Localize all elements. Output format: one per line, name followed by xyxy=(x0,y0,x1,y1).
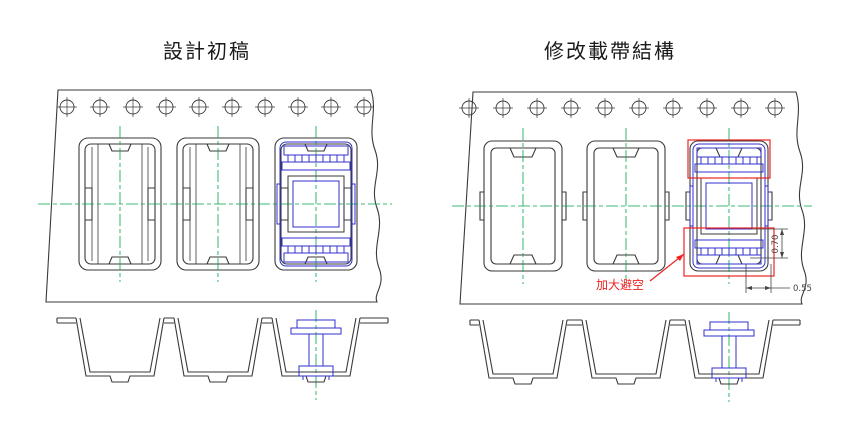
sprocket-hole xyxy=(628,97,650,119)
sprocket-hole xyxy=(122,96,144,118)
sprocket-hole xyxy=(320,96,342,118)
left-tape-section-view xyxy=(56,317,389,383)
right-tape-top-view xyxy=(458,91,807,305)
tape-outline xyxy=(459,91,807,305)
sprocket-hole xyxy=(662,97,684,119)
clearance-label: 加大避空 xyxy=(596,278,644,292)
left-tape-top-view xyxy=(45,89,382,303)
sprocket-hole xyxy=(764,97,786,119)
sprocket-hole xyxy=(89,96,111,118)
right-panel-title: 修改載帶結構 xyxy=(544,40,676,63)
clearance-leader-arrow xyxy=(676,254,684,261)
sprocket-hole xyxy=(56,96,78,118)
section-tape-surface xyxy=(469,319,801,326)
clearance-highlight-bottom xyxy=(683,227,775,277)
section-tape-surface xyxy=(56,317,389,324)
right-panel: 修改載帶結構 xyxy=(452,40,812,402)
section-pocket xyxy=(173,317,263,383)
sprocket-hole xyxy=(254,96,276,118)
sprocket-hole xyxy=(458,97,480,119)
dim-vertical-text: 0.70 xyxy=(771,235,781,254)
sprocket-holes xyxy=(56,96,375,118)
sprocket-hole xyxy=(594,97,616,119)
sprocket-hole xyxy=(560,97,582,119)
left-centerlines xyxy=(38,126,392,400)
left-panel-title: 設計初稿 xyxy=(163,40,251,63)
sprocket-hole xyxy=(287,96,309,118)
tape-outline xyxy=(45,89,382,303)
section-pocket xyxy=(478,319,568,385)
sprocket-hole xyxy=(155,96,177,118)
sprocket-hole xyxy=(730,97,752,119)
section-pocket xyxy=(581,319,671,385)
left-panel: 設計初稿 xyxy=(38,40,392,400)
right-tape-section-view xyxy=(469,319,801,385)
dimension-arrows xyxy=(746,229,784,290)
sprocket-hole xyxy=(526,97,548,119)
clearance-highlight-top xyxy=(687,139,771,179)
sprocket-hole xyxy=(221,96,243,118)
sprocket-hole xyxy=(696,97,718,119)
section-pocket xyxy=(75,317,165,383)
sprocket-holes xyxy=(458,97,786,119)
right-centerlines xyxy=(452,128,812,402)
sprocket-hole xyxy=(188,96,210,118)
sprocket-hole xyxy=(492,97,514,119)
sprocket-hole xyxy=(353,96,375,118)
clearance-annotations xyxy=(649,139,775,282)
dim-horizontal-text: 0.55 xyxy=(793,284,812,294)
